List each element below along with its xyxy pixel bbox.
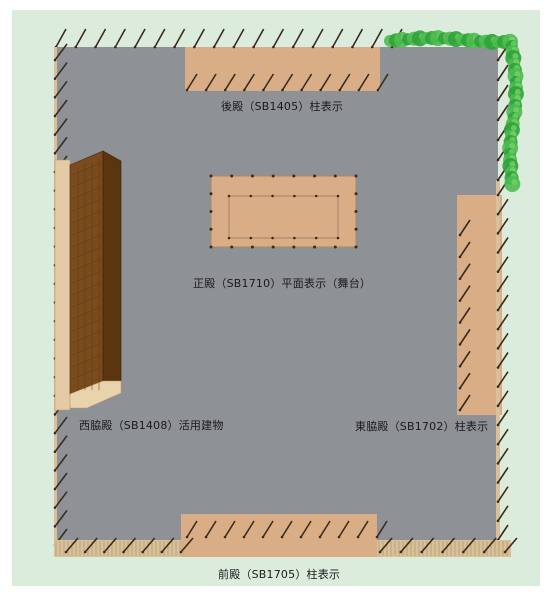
south-wall bbox=[54, 537, 518, 557]
east-hall-label: 東脇殿（SB1702）柱表示 bbox=[355, 420, 489, 433]
hall-post-marks bbox=[185, 73, 471, 539]
front-hall-area bbox=[181, 514, 377, 557]
tree-hedge-icon bbox=[384, 30, 524, 192]
east-hall-area bbox=[457, 195, 502, 415]
west-hall-label: 西脇殿（SB1408）活用建物 bbox=[79, 419, 224, 432]
west-hall-building bbox=[54, 150, 122, 411]
courtyard-ground bbox=[54, 47, 498, 555]
main-hall-label: 正殿（SB1710）平面表示（舞台） bbox=[193, 277, 372, 290]
front-hall-label: 前殿（SB1705）柱表示 bbox=[218, 568, 341, 581]
rear-hall-area bbox=[185, 47, 380, 91]
main-hall-platform bbox=[209, 174, 358, 249]
rear-hall-label: 後殿（SB1405）柱表示 bbox=[221, 100, 344, 113]
